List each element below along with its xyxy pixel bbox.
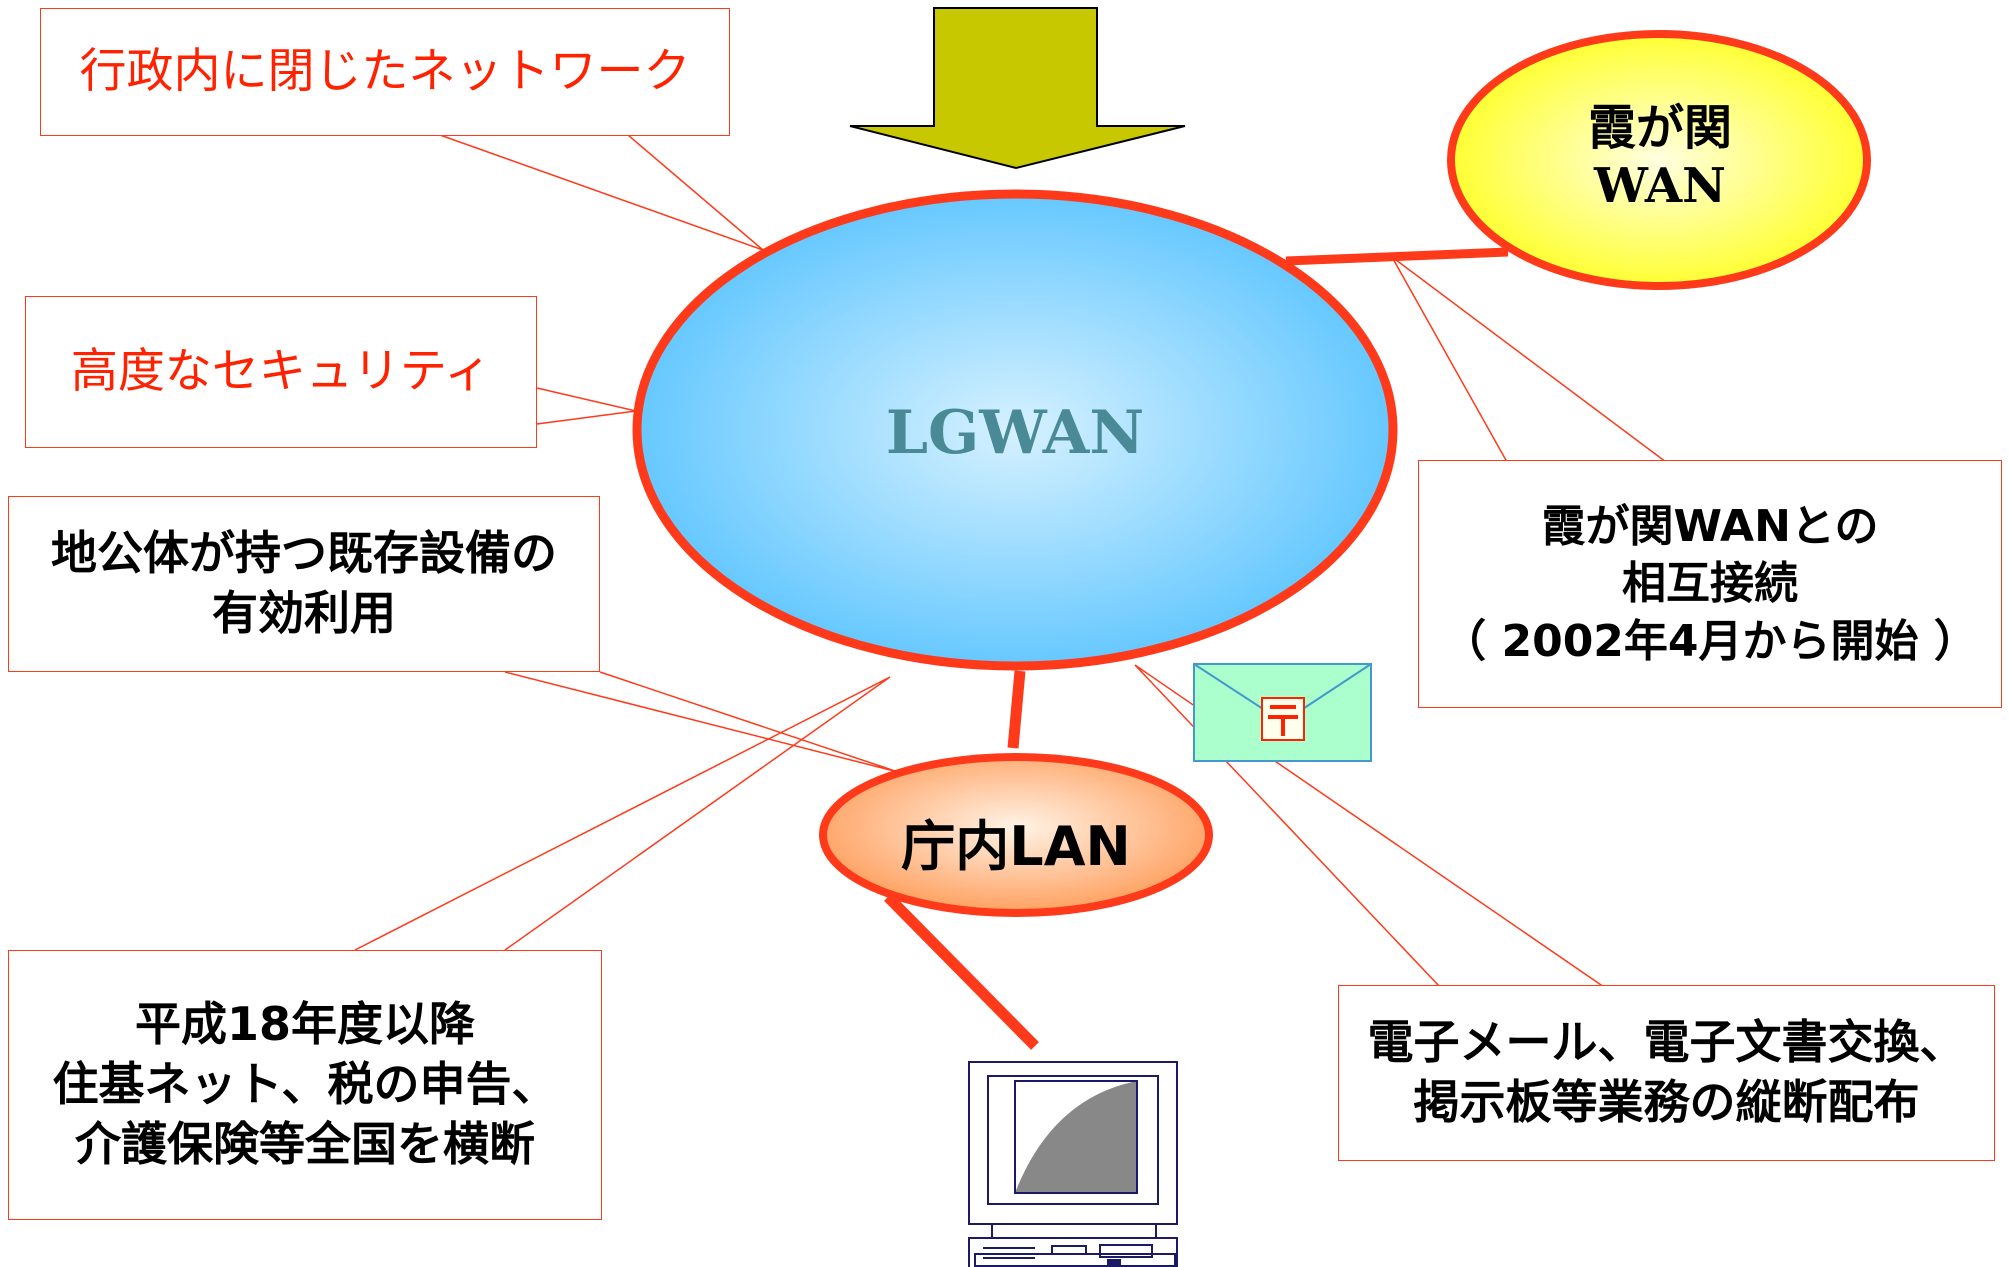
callout-email-line2: 掲示板等業務の縦断配布 <box>1413 1075 1920 1129</box>
callout-nationwide-line1: 平成18年度以降 <box>134 997 475 1052</box>
callout-interconnection-line1: 霞が関WANとの <box>1541 501 1879 553</box>
callout-existing-facilities-line1: 地公体が持つ既存設備の <box>51 526 557 581</box>
callout-security: 高度なセキュリティ <box>25 296 537 448</box>
callout-closed-network: 行政内に閉じたネットワーク <box>40 8 730 136</box>
kasumigaseki-wan-line1: 霞が関 <box>1587 100 1732 156</box>
connector-hub-wan <box>1285 247 1509 266</box>
lgwan-hub <box>632 189 1398 671</box>
callout-closed-network-text: 行政内に閉じたネットワーク <box>79 44 691 100</box>
kasumigaseki-wan-line2: WAN <box>1594 157 1726 214</box>
desktop-computer-icon <box>968 1061 1178 1267</box>
lgwan-hub-label: LGWAN <box>885 398 1145 468</box>
leader-existing-facilities <box>504 671 899 773</box>
callout-interconnection-line3: （ 2002年4月から開始 ） <box>1442 615 1978 667</box>
callout-email-line1: 電子メール、電子文書交換、 <box>1367 1015 1966 1070</box>
leader-email <box>1134 664 1605 988</box>
down-arrow-icon <box>849 7 1186 170</box>
callout-email: 電子メール、電子文書交換、 掲示板等業務の縦断配布 <box>1338 985 1995 1161</box>
leader-nationwide-top <box>354 676 891 951</box>
callout-nationwide-line3: 介護保険等全国を横断 <box>75 1116 535 1171</box>
leader-security <box>536 387 637 425</box>
callout-nationwide: 平成18年度以降 住基ネット、税の申告、 介護保険等全国を横断 <box>8 950 602 1220</box>
chonai-lan-node <box>819 753 1213 917</box>
callout-interconnection: 霞が関WANとの 相互接続 （ 2002年4月から開始 ） <box>1418 460 2002 708</box>
callout-security-text: 高度なセキュリティ <box>70 344 492 400</box>
callout-existing-facilities-line2: 有効利用 <box>212 586 396 640</box>
postal-mail-envelope-icon <box>1193 663 1372 762</box>
connector-hub-lan <box>1007 670 1026 749</box>
kasumigaseki-wan-node <box>1447 30 1871 290</box>
callout-interconnection-line2: 相互接続 <box>1622 558 1798 610</box>
leader-closed-network <box>439 134 764 251</box>
callout-existing-facilities: 地公体が持つ既存設備の 有効利用 <box>8 496 600 672</box>
connector-lan-computer <box>884 893 1039 1050</box>
kasumigaseki-wan-label: 霞が関 WAN <box>1500 100 1820 215</box>
callout-nationwide-line2: 住基ネット、税の申告、 <box>52 1057 558 1112</box>
chonai-lan-label: 庁内LAN <box>901 815 1131 878</box>
